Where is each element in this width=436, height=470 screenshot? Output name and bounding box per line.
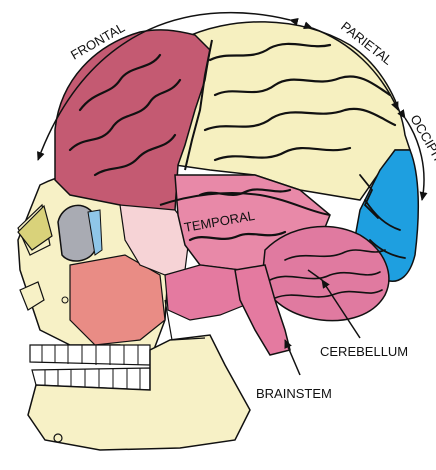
cerebellum-label: CEREBELLUM [320, 344, 408, 359]
brainstem-leader [285, 340, 300, 375]
upper-teeth [30, 345, 150, 365]
brainstem-label: BRAINSTEM [256, 386, 332, 401]
